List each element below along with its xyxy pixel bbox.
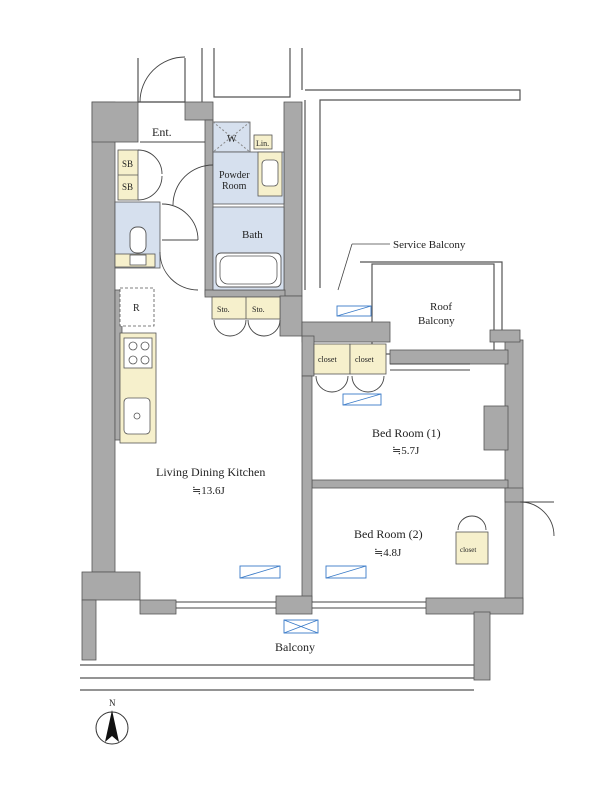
label-bedroom-1-size: ≒5.7J <box>392 445 420 457</box>
stove-icon <box>123 337 153 369</box>
label-bedroom-1: Bed Room (1) <box>372 426 441 440</box>
label-powder-room-2: Room <box>222 181 247 192</box>
washer-space <box>212 121 251 153</box>
label-shoe-box-2: SB <box>122 182 133 192</box>
label-entrance: Ent. <box>152 125 172 139</box>
closet-right <box>349 343 387 375</box>
label-refrigerator: R <box>133 303 140 314</box>
north-compass: N <box>95 698 129 745</box>
sink-icon <box>261 159 279 187</box>
north-arrow-icon <box>105 710 119 742</box>
wet-areas <box>114 121 285 291</box>
label-ldk-size: ≒13.6J <box>192 485 225 497</box>
labels: Ent. SB SB W Lin. Powder Room Bath Sto. … <box>122 125 476 654</box>
label-washer: W <box>227 134 237 145</box>
label-storage-left: Sto. <box>217 305 230 314</box>
left-wall <box>91 101 116 573</box>
walls <box>81 101 524 681</box>
toilet-icon <box>129 226 147 254</box>
window-marks <box>239 305 382 634</box>
bathtub-icon <box>215 252 282 288</box>
label-storage-right: Sto. <box>252 305 265 314</box>
label-bath: Bath <box>242 229 263 241</box>
label-closet-bed2: closet <box>460 546 476 554</box>
label-bedroom-2: Bed Room (2) <box>354 527 423 541</box>
label-linen: Lin. <box>256 139 269 148</box>
doors <box>137 56 555 609</box>
label-powder-room-1: Powder <box>219 170 250 181</box>
label-roof-balcony-1: Roof <box>430 301 452 313</box>
fixtures <box>117 149 489 565</box>
closet-left <box>313 343 351 375</box>
label-bedroom-2-size: ≒4.8J <box>374 547 402 559</box>
label-roof-balcony-2: Balcony <box>418 315 455 327</box>
label-ldk: Living Dining Kitchen <box>156 465 265 479</box>
label-shoe-box-1: SB <box>122 159 133 169</box>
exterior-lines <box>80 48 521 691</box>
refrigerator-space <box>119 287 155 327</box>
linen-cabinet <box>253 134 273 150</box>
label-service-balcony: Service Balcony <box>393 239 466 251</box>
kitchen-sink-icon <box>123 397 151 435</box>
label-closet-right: closet <box>355 355 374 364</box>
closet-bed2 <box>455 531 489 565</box>
label-closet-left: closet <box>318 355 337 364</box>
label-balcony: Balcony <box>275 640 315 654</box>
label-north: N <box>109 698 116 708</box>
